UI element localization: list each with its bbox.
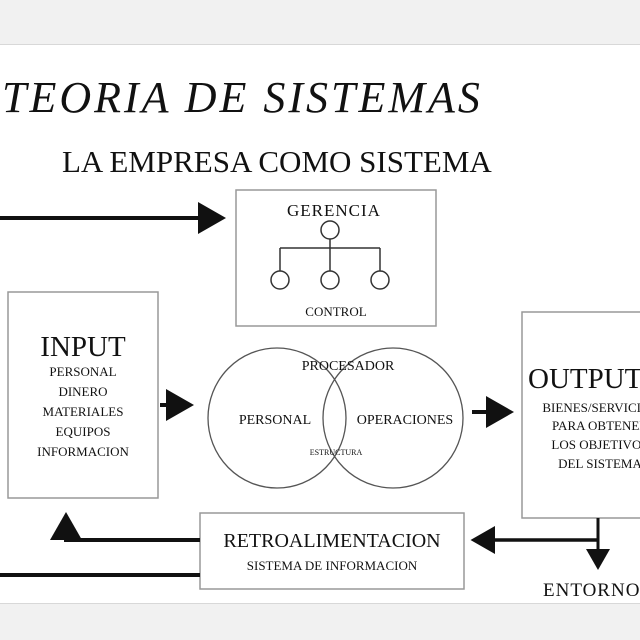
- input-item: MATERIALES: [43, 404, 124, 419]
- processor-right: OPERACIONES: [357, 413, 453, 428]
- feedback-label: RETROALIMENTACION: [223, 530, 440, 552]
- feedback-box: RETROALIMENTACION SISTEMA DE INFORMACION: [199, 512, 465, 590]
- output-line: BIENES/SERVICIOS: [542, 400, 640, 415]
- diagram-title: TEORIA DE SISTEMAS: [2, 73, 483, 122]
- control-label: CONTROL: [305, 304, 366, 319]
- processor-venn: PROCESADOR PERSONAL OPERACIONES ESTRUCTU…: [207, 347, 464, 489]
- arrow-feedback-to-input: [50, 512, 200, 542]
- gerencia-box: GERENCIA CONTROL: [235, 189, 437, 327]
- output-line: DEL SISTEMA: [558, 456, 640, 471]
- feedback-sublabel: SISTEMA DE INFORMACION: [247, 558, 418, 573]
- output-line: PARA OBTENER: [552, 418, 640, 433]
- input-item: EQUIPOS: [56, 424, 111, 439]
- input-item: INFORMACION: [37, 444, 129, 459]
- input-box: INPUT PERSONAL DINERO MATERIALES EQUIPOS…: [7, 291, 159, 499]
- output-box: OUTPUT BIENES/SERVICIOS PARA OBTENER LOS…: [521, 311, 640, 519]
- output-line: LOS OBJETIVOS: [551, 437, 640, 452]
- gerencia-label: GERENCIA: [287, 201, 381, 220]
- processor-label: PROCESADOR: [302, 359, 395, 374]
- processor-left: PERSONAL: [239, 413, 311, 428]
- processor-center: ESTRUCTURA: [310, 448, 363, 457]
- input-item: PERSONAL: [49, 364, 116, 379]
- environment-label: ENTORNO: [543, 580, 640, 601]
- diagram-subtitle: LA EMPRESA COMO SISTEMA: [62, 144, 492, 179]
- org-chart-icon: [270, 220, 390, 290]
- input-heading: INPUT: [40, 331, 126, 363]
- output-heading: OUTPUT: [528, 363, 640, 395]
- input-item: DINERO: [58, 384, 107, 399]
